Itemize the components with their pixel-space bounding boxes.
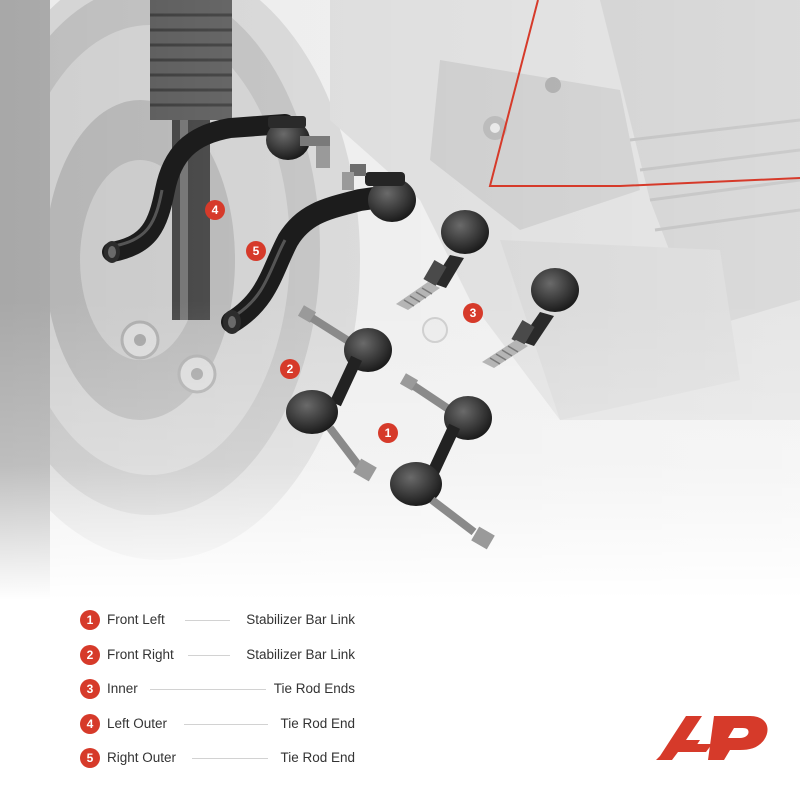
legend-part-name: Tie Rod End (280, 750, 355, 765)
callout-3: 3 (463, 303, 483, 323)
legend-number: 4 (80, 713, 100, 734)
callout-2: 2 (280, 359, 300, 379)
background-vehicle (0, 0, 800, 600)
legend-divider (150, 689, 266, 690)
inner-tie-rod-end-upper (396, 210, 489, 310)
legend-row: 3 Inner Tie Rod Ends (80, 676, 370, 711)
legend-divider (185, 620, 230, 621)
legend-row: 2 Front Right Stabilizer Bar Link (80, 642, 370, 677)
suspension-scene (0, 0, 800, 600)
legend-row: 5 Right Outer Tie Rod End (80, 745, 370, 780)
callout-4: 4 (205, 200, 225, 220)
legend-number: 1 (80, 610, 100, 630)
legend-part-name: Stabilizer Bar Link (246, 612, 355, 627)
legend-divider (188, 654, 230, 656)
legend-position: Front Left (107, 612, 165, 627)
legend-position: Front Right (107, 646, 174, 662)
right-outer-tie-rod-end (221, 164, 416, 334)
callout-1: 1 (378, 423, 398, 443)
legend-part-name: Stabilizer Bar Link (246, 646, 355, 662)
legend-row: 1 Front Left Stabilizer Bar Link (80, 607, 370, 642)
legend-divider (184, 723, 268, 725)
legend-position: Inner (107, 681, 138, 696)
legend-position: Left Outer (107, 715, 168, 731)
legend-number: 2 (80, 644, 100, 665)
parts-legend: 1 Front Left Stabilizer Bar Link 2 Front… (80, 607, 370, 780)
legend-row: 4 Left Outer Tie Rod End (80, 711, 370, 746)
front-left-stabilizer-bar-link (390, 373, 495, 550)
callout-5: 5 (246, 241, 266, 261)
front-right-stabilizer-bar-link (286, 305, 392, 482)
legend-number: 5 (80, 748, 100, 768)
left-outer-tie-rod-end (102, 114, 330, 263)
legend-number: 3 (80, 679, 100, 699)
inner-tie-rod-end-lower (482, 268, 579, 368)
legend-position: Right Outer (107, 750, 177, 765)
legend-part-name: Tie Rod End (280, 715, 355, 731)
accent-line (488, 0, 800, 187)
legend-part-name: Tie Rod Ends (273, 681, 355, 696)
a-premium-logo-icon (656, 716, 768, 760)
legend-divider (192, 758, 268, 759)
